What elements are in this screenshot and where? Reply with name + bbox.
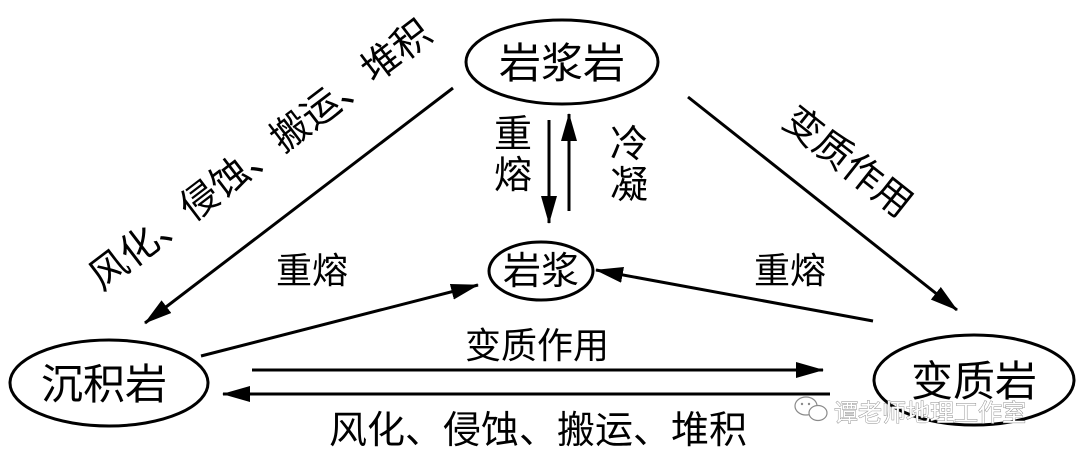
node-sedimentary-label: 沉积岩	[41, 360, 167, 409]
label-sedimentary-to-metamorphic: 变质作用	[465, 326, 609, 367]
label-metamorphic-to-sedimentary: 风化、侵蚀、搬运、堆积	[329, 408, 747, 452]
watermark-text: 谭老师地理工作室	[834, 399, 1026, 427]
arrow-igneous-to-sedimentary	[144, 86, 454, 325]
label-remelt-igneous: 重熔	[494, 112, 532, 197]
label-remelt-sedimentary: 重熔	[276, 251, 348, 292]
label-remelt-metamorphic: 重熔	[754, 251, 826, 292]
node-magma: 岩浆	[487, 240, 595, 302]
node-metamorphic-label: 变质岩	[911, 357, 1037, 406]
label-igneous-to-metamorphic: 变质作用	[775, 97, 921, 226]
watermark: 谭老师地理工作室	[794, 396, 1026, 427]
node-igneous-rock: 岩浆岩	[464, 18, 660, 106]
node-metamorphic-rock: 变质岩	[872, 333, 1076, 427]
label-igneous-to-sedimentary: 风化、侵蚀、搬运、堆积	[81, 11, 440, 299]
node-igneous-label: 岩浆岩	[499, 39, 625, 88]
wechat-icon	[794, 396, 828, 422]
arrow-sedimentary-to-magma	[200, 283, 479, 358]
node-sedimentary-rock: 沉积岩	[8, 338, 210, 428]
node-magma-label: 岩浆	[503, 249, 579, 293]
arrow-metamorphic-to-magma	[595, 267, 874, 323]
label-condense: 冷凝	[610, 122, 648, 207]
arrow-igneous-to-metamorphic	[687, 95, 958, 312]
